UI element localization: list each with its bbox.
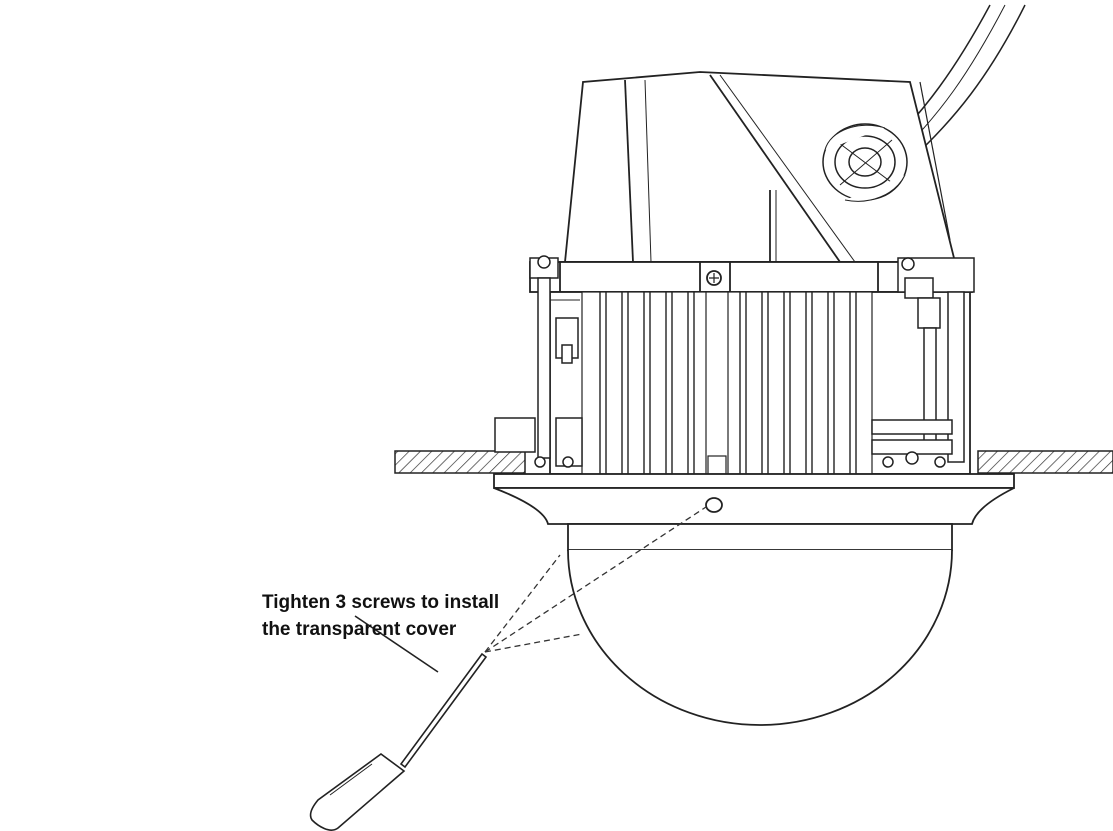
ceiling-left	[394, 450, 526, 474]
callout-text: Tighten 3 screws to install the transpar…	[262, 589, 499, 643]
screwdriver-icon	[309, 652, 488, 831]
ceiling-right	[977, 450, 1113, 474]
callout-line-2: the transparent cover	[262, 619, 457, 640]
dome-cover	[567, 523, 953, 726]
cable-gland	[822, 123, 908, 202]
callout-line-1: Tighten 3 screws to install	[262, 592, 500, 613]
left-clamp	[494, 255, 583, 468]
right-clamp	[871, 257, 975, 468]
callout-leader	[354, 615, 439, 673]
ribbed-body	[549, 291, 971, 475]
trim-ring	[493, 473, 1015, 525]
screw-guide-lines	[484, 506, 707, 653]
